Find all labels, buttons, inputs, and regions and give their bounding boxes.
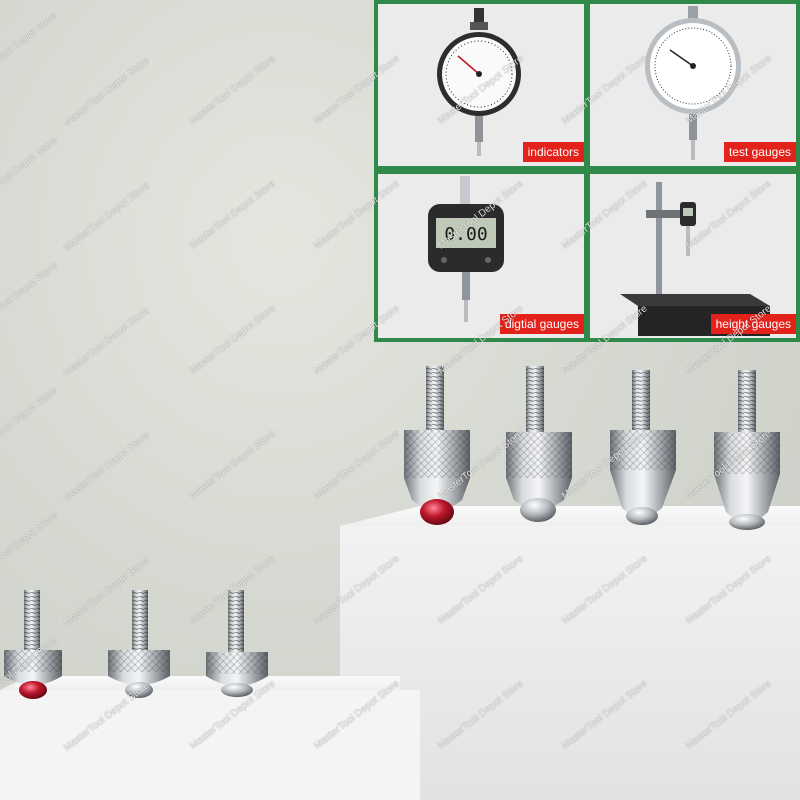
tile-label-test-gauges: test gauges [723, 142, 796, 162]
tile-label-height-gauges: height gauges [710, 314, 796, 334]
test-gauge-icon [645, 6, 741, 160]
tile-indicators[interactable]: indicators [378, 4, 584, 166]
tile-label-indicators: indicators [522, 142, 584, 162]
tile-height-gauges[interactable]: height gauges [590, 174, 796, 338]
tile-label-digital-gauges: digtial gauges [499, 314, 584, 334]
tile-digital-gauges[interactable]: 0.00 digtial gauges [378, 174, 584, 338]
tile-test-gauges[interactable]: test gauges [590, 4, 796, 166]
dial-indicator-icon [437, 8, 521, 156]
category-grid: indicators test gauges 0.00 [374, 0, 800, 342]
digital-readout: 0.00 [444, 224, 487, 245]
digital-gauge-icon: 0.00 [428, 176, 504, 322]
